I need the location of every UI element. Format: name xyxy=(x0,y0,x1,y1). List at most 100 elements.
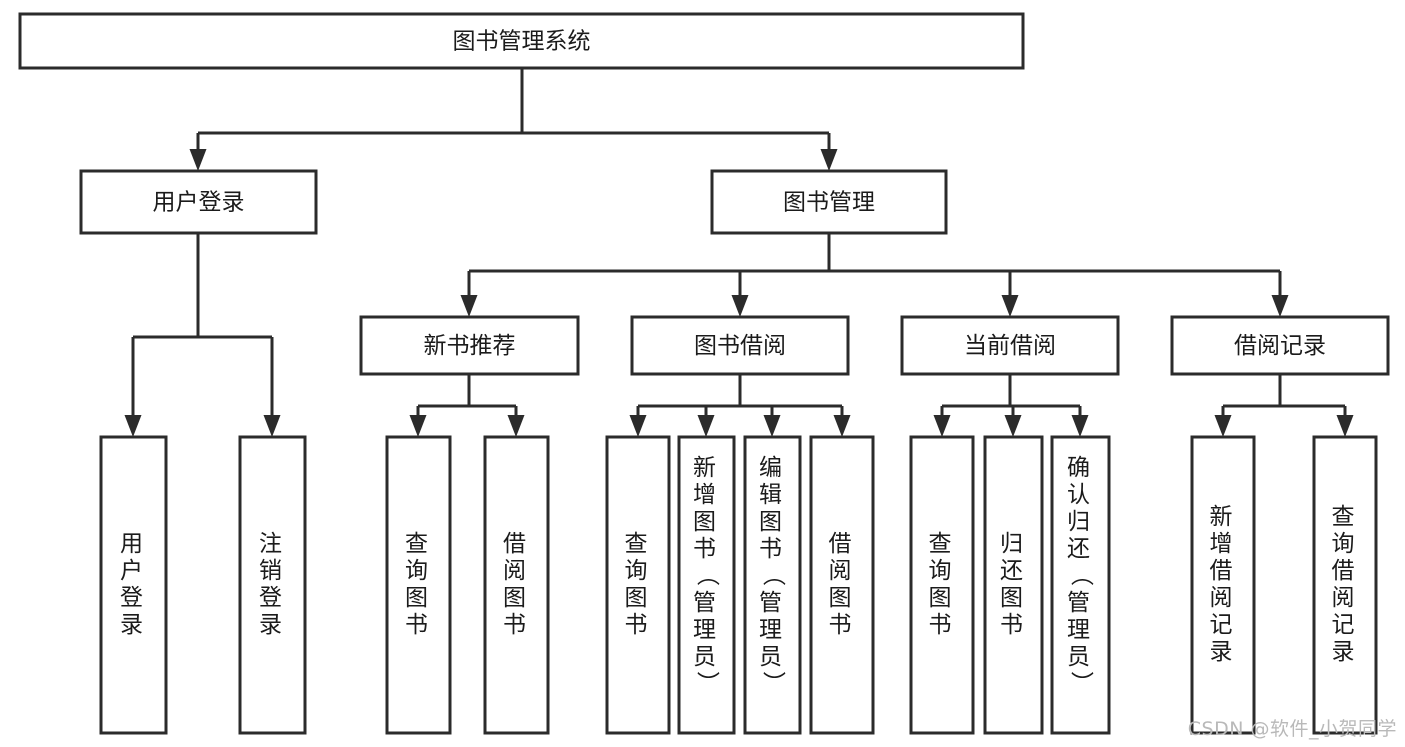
node-label-leaf-return-book-char-1: 还 xyxy=(1000,558,1027,584)
node-label-leaf-add-borrow-record-char-3: 阅 xyxy=(1210,585,1237,611)
node-label-leaf-add-borrow-record-char-4: 记 xyxy=(1210,612,1237,638)
node-book-manage[interactable]: 图书管理 xyxy=(710,169,948,235)
node-label-leaf-query-book-1-char-0: 查 xyxy=(405,531,432,557)
node-root[interactable]: 图书管理系统 xyxy=(18,12,1025,70)
node-new-book-recommend[interactable]: 新书推荐 xyxy=(359,315,580,376)
node-label-leaf-edit-book-admin-char-0: 编 xyxy=(759,455,786,481)
node-box-root xyxy=(18,12,1025,70)
node-label-leaf-edit-book-admin-char-5: 管 xyxy=(759,590,786,616)
edge-userlogin-to-leaves xyxy=(124,233,281,437)
node-box-leaf-add-borrow-record xyxy=(1190,435,1256,735)
node-label-leaf-add-borrow-record-char-2: 借 xyxy=(1210,558,1237,584)
node-label-leaf-user-login-char-1: 户 xyxy=(120,558,147,584)
node-label-leaf-return-book-char-3: 书 xyxy=(1000,612,1027,638)
edge-borrowrecord-to-leaves xyxy=(1214,374,1354,437)
node-label-leaf-add-book-admin-char-4: （ xyxy=(694,563,720,590)
node-label-leaf-edit-book-admin-char-2: 图 xyxy=(759,509,786,535)
node-label-leaf-confirm-return-admin-char-7: 员 xyxy=(1067,644,1094,670)
edge-bookmanage-to-level2 xyxy=(460,233,1289,317)
node-label-leaf-query-book-1-char-1: 询 xyxy=(405,558,432,584)
node-label-leaf-return-book-char-2: 图 xyxy=(1000,585,1027,611)
node-box-leaf-logout-login xyxy=(238,435,307,735)
node-box-leaf-query-borrow-record xyxy=(1312,435,1378,735)
node-label-leaf-query-borrow-record-char-1: 询 xyxy=(1332,531,1359,557)
node-label-leaf-confirm-return-admin-char-5: 管 xyxy=(1067,590,1094,616)
node-label-book-manage: 图书管理 xyxy=(783,190,875,216)
node-label-leaf-query-book-2-char-3: 书 xyxy=(625,612,652,638)
node-leaf-user-login[interactable]: 用户登录 xyxy=(99,435,168,735)
node-label-leaf-logout-login-char-0: 注 xyxy=(259,531,286,557)
edge-currentborrow-to-leaves xyxy=(933,374,1089,437)
node-label-user-login: 用户登录 xyxy=(153,190,245,216)
node-current-borrow[interactable]: 当前借阅 xyxy=(900,315,1120,376)
node-label-leaf-add-borrow-record-char-0: 新 xyxy=(1210,504,1237,530)
node-label-leaf-add-borrow-record-char-1: 增 xyxy=(1210,531,1237,557)
node-label-leaf-borrow-book-1-char-2: 图 xyxy=(503,585,530,611)
node-label-leaf-confirm-return-admin-char-2: 归 xyxy=(1067,509,1094,535)
node-label-leaf-query-book-1-char-2: 图 xyxy=(405,585,432,611)
node-label-leaf-query-borrow-record-char-3: 阅 xyxy=(1332,585,1359,611)
node-label-leaf-confirm-return-admin-char-0: 确 xyxy=(1067,455,1094,481)
node-box-book-manage xyxy=(710,169,948,235)
edges-layer xyxy=(124,68,1354,437)
node-label-leaf-query-borrow-record-char-2: 借 xyxy=(1332,558,1359,584)
node-box-leaf-add-book-admin xyxy=(677,435,736,735)
node-label-leaf-user-login-char-3: 录 xyxy=(120,612,147,638)
node-label-leaf-add-book-admin-char-8: ） xyxy=(694,671,720,698)
node-label-leaf-query-book-3-char-2: 图 xyxy=(929,585,956,611)
node-label-leaf-add-book-admin-char-3: 书 xyxy=(693,536,720,562)
node-label-leaf-confirm-return-admin-char-8: ） xyxy=(1068,671,1094,698)
node-label-leaf-query-borrow-record-char-0: 查 xyxy=(1332,504,1359,530)
node-box-leaf-query-book-2 xyxy=(605,435,671,735)
node-label-leaf-query-book-2-char-2: 图 xyxy=(625,585,652,611)
edge-newbook-to-leaves xyxy=(409,374,525,437)
node-box-leaf-user-login xyxy=(99,435,168,735)
node-label-leaf-borrow-book-1-char-3: 书 xyxy=(503,612,530,638)
node-label-current-borrow: 当前借阅 xyxy=(964,333,1056,359)
node-label-leaf-query-book-3-char-3: 书 xyxy=(929,612,956,638)
node-label-leaf-add-book-admin-char-1: 增 xyxy=(693,482,720,508)
csdn-watermark: CSDN @软件_小贺同学 xyxy=(1187,718,1397,740)
node-box-new-book-recommend xyxy=(359,315,580,376)
node-label-leaf-user-login-char-0: 用 xyxy=(120,531,147,557)
node-label-leaf-add-book-admin-char-2: 图 xyxy=(693,509,720,535)
node-box-leaf-query-book-3 xyxy=(909,435,975,735)
node-label-leaf-borrow-book-2-char-1: 阅 xyxy=(829,558,856,584)
node-label-leaf-confirm-return-admin-char-4: （ xyxy=(1068,563,1094,590)
node-box-leaf-query-book-1 xyxy=(385,435,452,735)
node-label-book-borrow: 图书借阅 xyxy=(694,333,786,359)
node-label-borrow-record: 借阅记录 xyxy=(1234,333,1326,359)
node-label-leaf-query-borrow-record-char-5: 录 xyxy=(1332,639,1359,665)
node-book-borrow[interactable]: 图书借阅 xyxy=(630,315,850,376)
node-label-leaf-query-book-2-char-0: 查 xyxy=(625,531,652,557)
node-label-leaf-borrow-book-1-char-1: 阅 xyxy=(503,558,530,584)
node-label-leaf-edit-book-admin-char-6: 理 xyxy=(759,617,786,643)
node-label-leaf-add-borrow-record-char-5: 录 xyxy=(1210,639,1237,665)
node-label-leaf-query-book-2-char-1: 询 xyxy=(625,558,652,584)
node-borrow-record[interactable]: 借阅记录 xyxy=(1170,315,1390,376)
edge-root-to-level1 xyxy=(189,68,838,171)
node-label-leaf-logout-login-char-1: 销 xyxy=(259,558,286,584)
node-label-new-book-recommend: 新书推荐 xyxy=(424,333,516,359)
node-label-leaf-user-login-char-2: 登 xyxy=(120,585,147,611)
node-label-leaf-add-book-admin-char-5: 管 xyxy=(693,590,720,616)
node-box-leaf-edit-book-admin xyxy=(743,435,802,735)
node-user-login[interactable]: 用户登录 xyxy=(79,169,318,235)
node-box-leaf-return-book xyxy=(983,435,1044,735)
node-label-leaf-add-book-admin-char-7: 员 xyxy=(693,644,720,670)
node-box-borrow-record xyxy=(1170,315,1390,376)
